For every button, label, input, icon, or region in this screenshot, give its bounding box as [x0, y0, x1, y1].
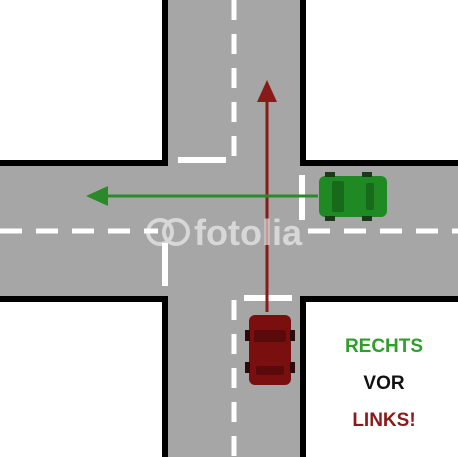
curb-bottom-left	[0, 299, 165, 457]
curb-top-right	[303, 0, 458, 163]
caption-line-2: VOR	[363, 373, 404, 394]
caption-line-1: RECHTS	[345, 336, 423, 357]
curb-top-left	[0, 0, 165, 163]
red-car-icon	[245, 315, 295, 385]
watermark-text: fotolia	[194, 212, 303, 253]
green-car-icon	[319, 172, 387, 221]
caption-line-3: LINKS!	[352, 410, 415, 431]
